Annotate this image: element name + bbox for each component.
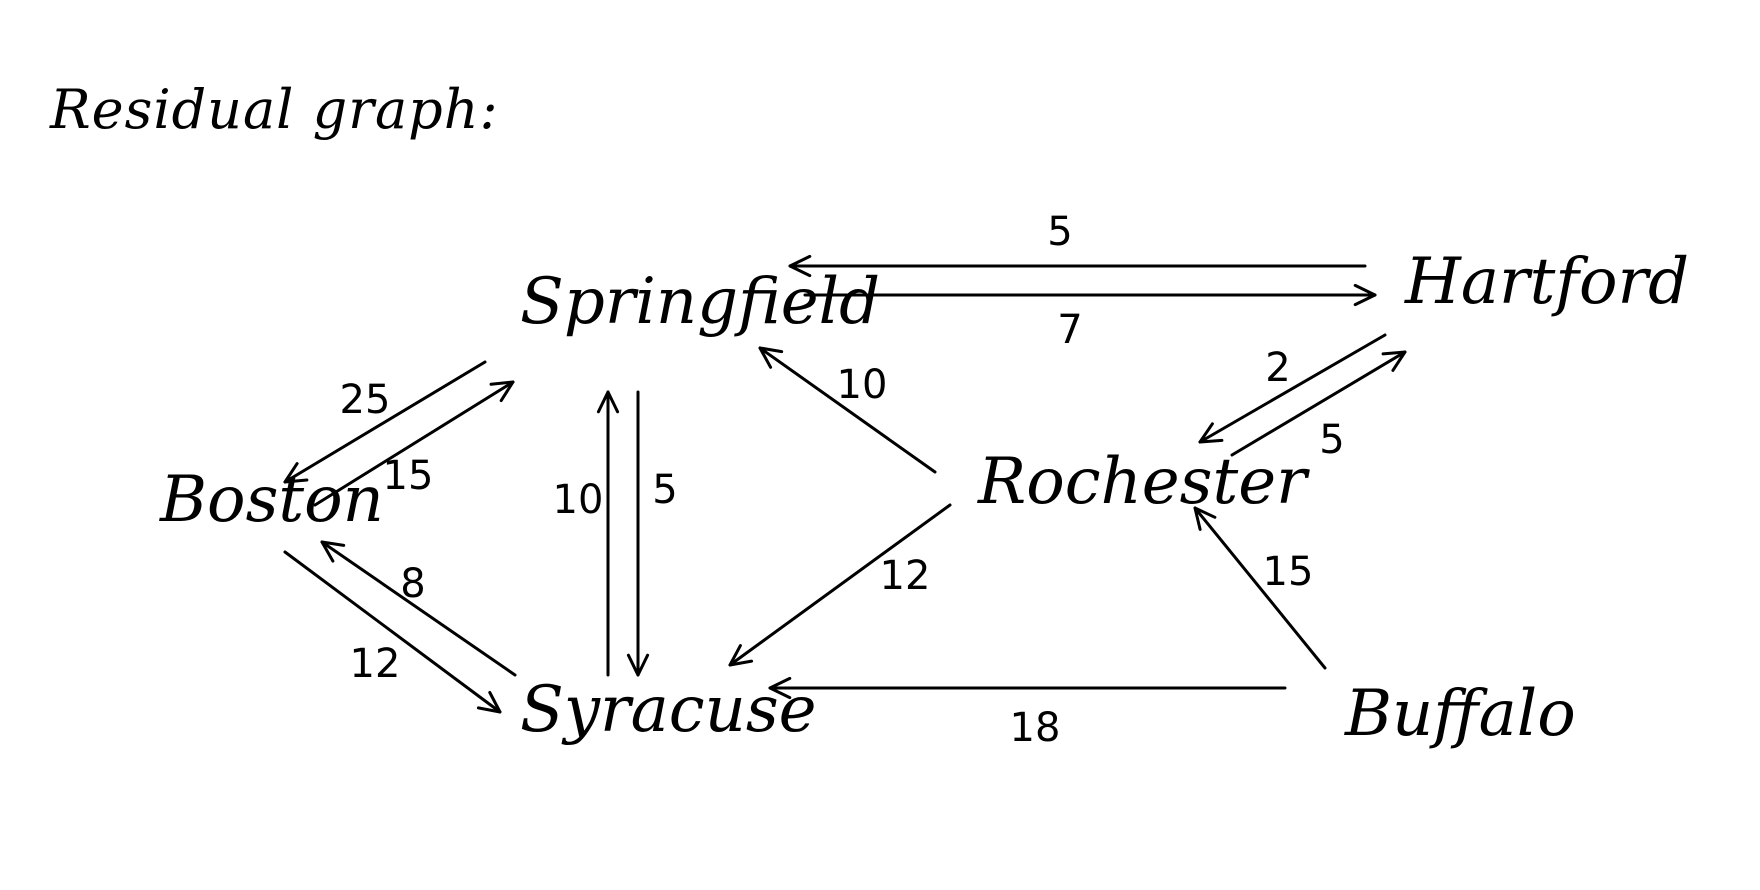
arrowhead-icon bbox=[788, 254, 812, 278]
edge-rochester-to-syracuse-line bbox=[728, 503, 952, 667]
edge-syracuse-to-boston-weight: 8 bbox=[400, 561, 426, 607]
edge-buffalo-to-rochester-line bbox=[1193, 506, 1327, 670]
edge-rochester-to-springfield-weight: 10 bbox=[836, 362, 888, 408]
edge-buffalo-to-syracuse bbox=[768, 676, 1287, 700]
edge-buffalo-to-syracuse-weight: 18 bbox=[1009, 705, 1061, 751]
arrowhead-icon bbox=[1381, 350, 1407, 372]
arrowhead-icon bbox=[596, 390, 620, 414]
arrowhead-icon bbox=[758, 346, 784, 369]
arrowhead-icon bbox=[1353, 283, 1377, 307]
node-springfield: Springfield bbox=[520, 265, 881, 339]
node-boston: Boston bbox=[160, 463, 384, 537]
node-rochester: Rochester bbox=[978, 445, 1307, 519]
arrowhead-icon bbox=[489, 380, 515, 403]
edge-springfield-to-syracuse-weight: 5 bbox=[652, 467, 678, 513]
edge-springfield-to-syracuse bbox=[626, 390, 650, 677]
edge-syracuse-to-springfield-weight: 10 bbox=[552, 477, 604, 523]
edge-rochester-to-syracuse-weight: 12 bbox=[879, 553, 931, 599]
edge-syracuse-to-boston bbox=[320, 540, 517, 677]
edge-boston-to-springfield-weight: 15 bbox=[382, 453, 434, 499]
arrowhead-icon bbox=[1193, 506, 1217, 531]
arrowhead-icon bbox=[626, 653, 650, 677]
edge-hartford-to-rochester-line bbox=[1198, 333, 1387, 444]
arrowhead-icon bbox=[728, 644, 754, 667]
edge-springfield-to-boston-line bbox=[283, 360, 487, 484]
edge-rochester-to-hartford bbox=[1230, 350, 1407, 457]
edge-boston-to-syracuse bbox=[283, 550, 502, 714]
edge-boston-to-springfield bbox=[313, 380, 515, 507]
arrowhead-icon bbox=[283, 462, 309, 484]
node-buffalo: Buffalo bbox=[1345, 677, 1576, 751]
edge-rochester-to-springfield bbox=[758, 346, 937, 474]
edge-rochester-to-hartford-line bbox=[1230, 350, 1407, 457]
edge-boston-to-syracuse-weight: 12 bbox=[349, 641, 401, 687]
edge-springfield-to-hartford bbox=[803, 283, 1377, 307]
edge-rochester-to-syracuse bbox=[728, 503, 952, 667]
arrowhead-icon bbox=[476, 691, 502, 714]
edge-rochester-to-hartford-weight: 5 bbox=[1319, 417, 1345, 463]
arrowhead-icon bbox=[768, 676, 792, 700]
node-hartford: Hartford bbox=[1405, 245, 1690, 319]
edge-buffalo-to-rochester-weight: 15 bbox=[1262, 549, 1314, 595]
edge-syracuse-to-springfield bbox=[596, 390, 620, 677]
diagram-title: Residual graph: bbox=[50, 78, 499, 141]
edge-springfield-to-boston-weight: 25 bbox=[339, 377, 391, 423]
edge-springfield-to-hartford-weight: 7 bbox=[1057, 307, 1083, 353]
arrowhead-icon bbox=[320, 540, 346, 563]
edge-boston-to-syracuse-line bbox=[283, 550, 502, 714]
edge-hartford-to-springfield-weight: 5 bbox=[1047, 209, 1073, 255]
edge-boston-to-springfield-line bbox=[313, 380, 515, 507]
edge-hartford-to-rochester bbox=[1198, 333, 1387, 444]
edge-rochester-to-springfield-line bbox=[758, 346, 937, 474]
edge-hartford-to-rochester-weight: 2 bbox=[1265, 345, 1291, 391]
edge-buffalo-to-rochester bbox=[1193, 506, 1327, 670]
node-syracuse: Syracuse bbox=[520, 673, 817, 747]
arrowhead-icon bbox=[1198, 422, 1224, 444]
edge-hartford-to-springfield bbox=[788, 254, 1367, 278]
edge-springfield-to-boston bbox=[283, 360, 487, 484]
edge-syracuse-to-boston-line bbox=[320, 540, 517, 677]
